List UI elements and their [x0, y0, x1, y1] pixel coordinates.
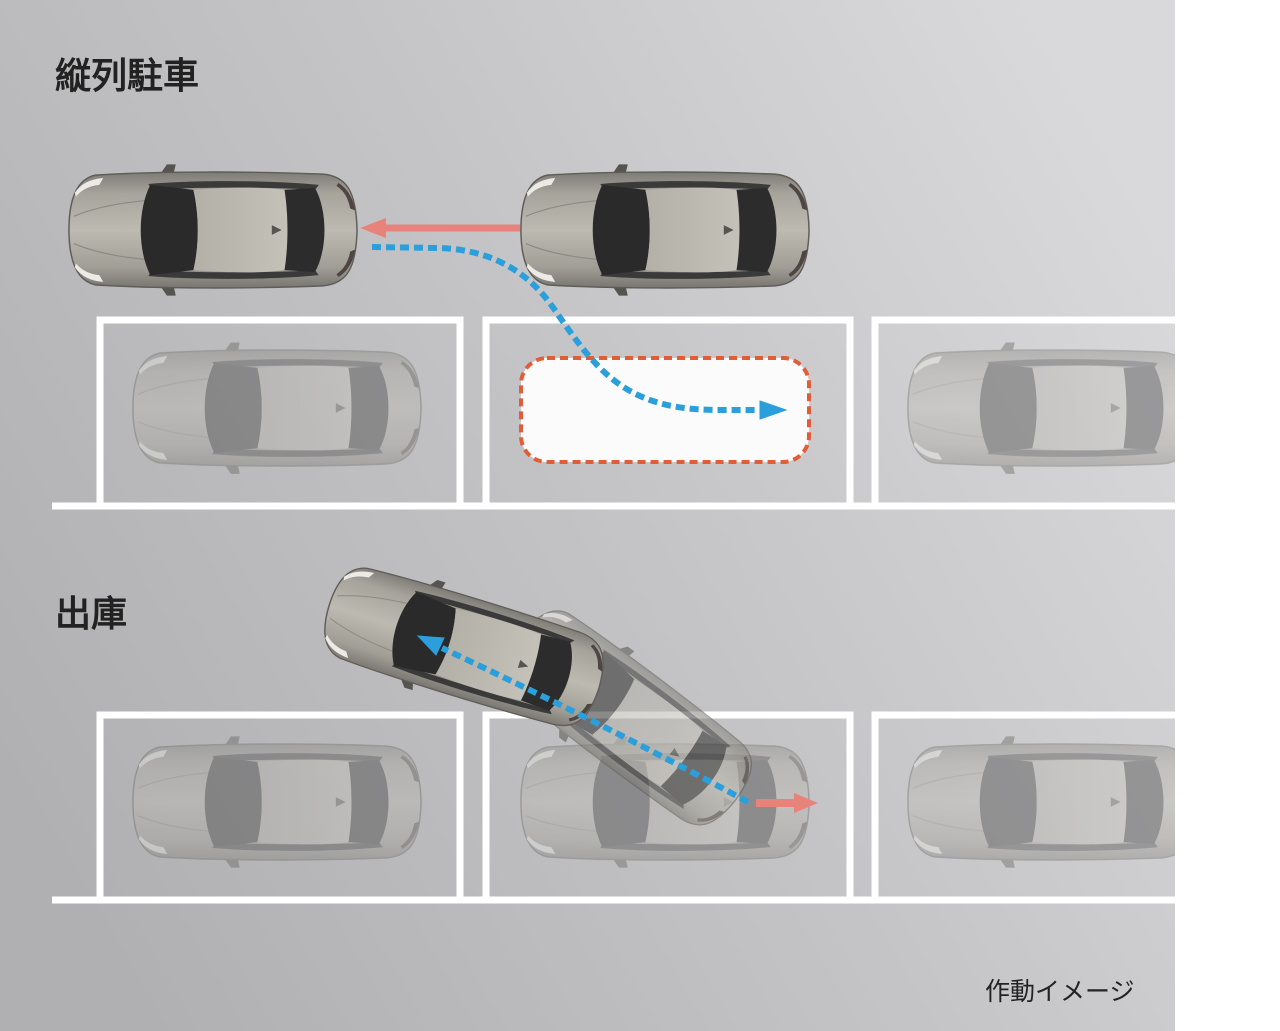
backward-arrow-head: [794, 793, 818, 813]
labels: 縦列駐車 出庫 作動イメージ: [55, 56, 1135, 1006]
target-space: [519, 356, 811, 464]
reverse-path-line: [371, 244, 762, 413]
exit-path: [416, 635, 750, 805]
parking-space-1: [96, 316, 464, 506]
exit-path-arrowhead: [416, 635, 445, 656]
parking-row-top: [52, 316, 1175, 510]
reverse-path-parking: [371, 244, 788, 420]
forward-arrow-head: [360, 218, 386, 238]
pavement-background: [0, 0, 1175, 1031]
section-title-parallel-parking: 縦列駐車: [55, 56, 199, 97]
backward-arrow-shaft: [756, 799, 796, 807]
parked-car-top-right: [907, 341, 1175, 475]
section-title-exit: 出庫: [55, 594, 127, 635]
parking-space-2: [482, 316, 854, 506]
backward-arrow-bottom: [756, 793, 818, 813]
parking-space-6: [871, 711, 1175, 900]
parked-car-bottom-left: [132, 735, 422, 869]
parking-space-3: [871, 316, 1175, 506]
target-space-outline: [519, 356, 811, 464]
caption-operation-image: 作動イメージ: [985, 977, 1135, 1006]
forward-arrow-shaft: [380, 224, 520, 232]
exit-path-line: [440, 645, 750, 805]
car-start-position: [520, 163, 810, 297]
car-stop-position: [68, 163, 358, 297]
parking-space-4: [96, 711, 464, 900]
reverse-path-arrowhead: [759, 400, 788, 420]
parked-car-bottom-right: [907, 735, 1175, 869]
forward-arrow-top: [360, 218, 520, 238]
scene: [0, 0, 1175, 1031]
parked-car-top-left: [132, 341, 422, 475]
